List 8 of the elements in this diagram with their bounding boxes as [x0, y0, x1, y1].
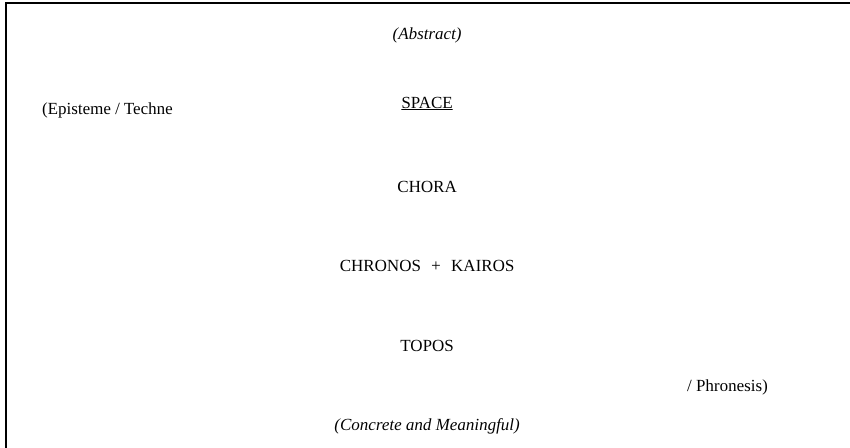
- axis-note: (Abstract): [392, 24, 462, 44]
- side-note: (Episteme / Techne: [42, 99, 173, 119]
- term: TOPOS: [400, 336, 454, 356]
- axis-note: (Concrete and Meaningful): [334, 415, 520, 435]
- side-note: / Phronesis): [687, 376, 768, 396]
- term: CHRONOS + KAIROS: [340, 256, 514, 276]
- heading: SPACE: [401, 93, 453, 113]
- term: CHORA: [397, 177, 457, 197]
